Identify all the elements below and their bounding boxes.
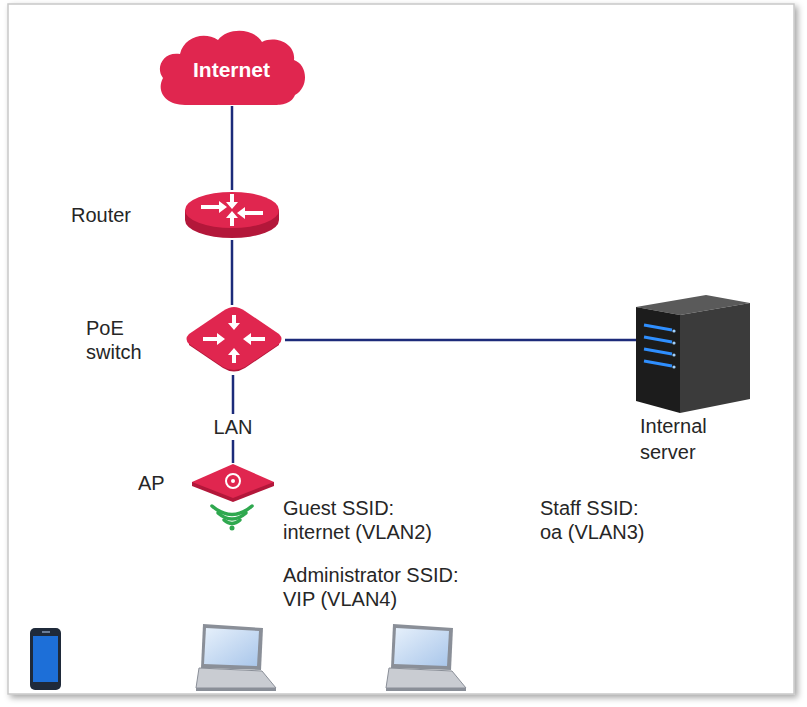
node-label: Internal server xyxy=(640,413,752,465)
ssid-label: Staff SSID: oa (VLAN3) xyxy=(540,496,658,544)
laptop-device xyxy=(196,624,276,691)
server-shape xyxy=(636,295,750,413)
link-label: LAN xyxy=(211,414,256,440)
network-link xyxy=(231,106,234,190)
node-label: Router xyxy=(71,203,161,227)
ap-node: AP xyxy=(190,463,276,503)
switch-node: PoE switch xyxy=(183,305,285,375)
frame xyxy=(8,4,794,694)
ssid-label: Guest SSID: internet (VLAN2) xyxy=(283,496,455,544)
node-label: AP xyxy=(138,471,178,495)
internet-cloud: Internet xyxy=(155,28,308,106)
network-link xyxy=(231,240,234,305)
laptop-device xyxy=(386,624,466,691)
network-link xyxy=(285,339,636,342)
router-node: Router xyxy=(183,190,281,240)
node-label: PoE switch xyxy=(86,316,171,364)
router-shape xyxy=(183,190,281,240)
ssid-label: Administrator SSID: VIP (VLAN4) xyxy=(283,563,483,611)
switch-shape xyxy=(183,305,285,375)
ap-shape xyxy=(190,463,276,503)
phone-device xyxy=(30,628,61,690)
node-label: Internet xyxy=(155,28,308,106)
wifi-symbol xyxy=(212,506,252,531)
server-node: Internal server xyxy=(636,295,750,413)
